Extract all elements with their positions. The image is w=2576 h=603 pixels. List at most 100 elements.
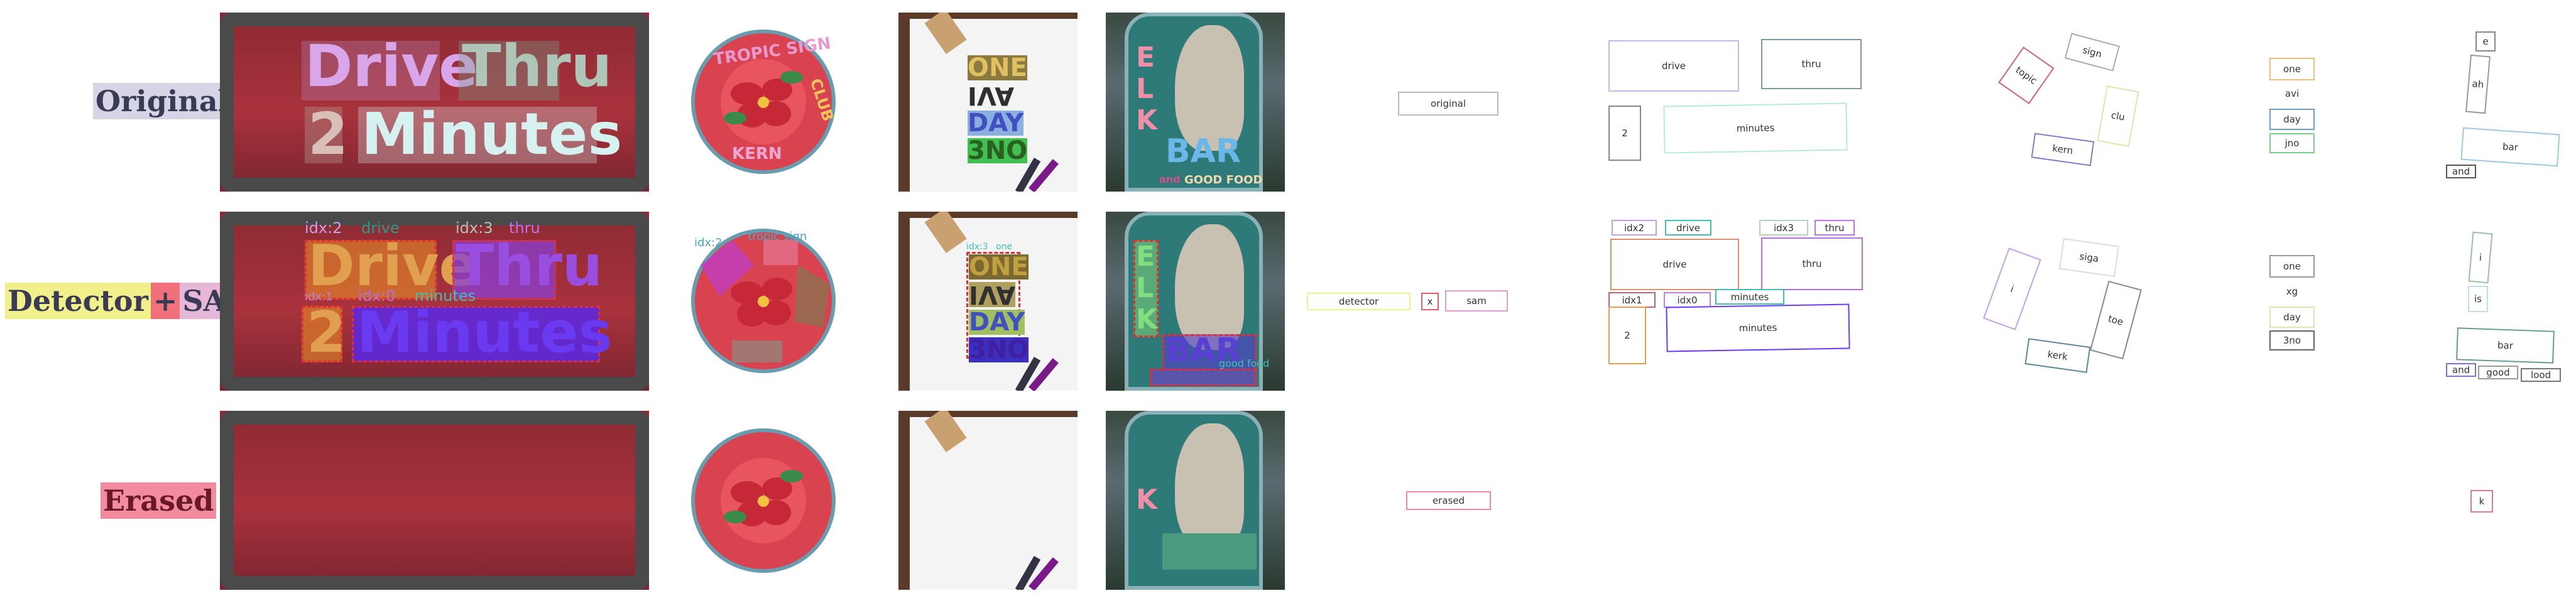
wb2-2: 2: [1608, 307, 1646, 364]
det-tag-minutes-idx: idx:0: [358, 287, 396, 305]
wb2-xg: xg: [2269, 281, 2315, 302]
wb2-drive-tag: drive: [1665, 220, 1711, 236]
note-det-day: DAY: [969, 308, 1025, 337]
elk-det-l: L: [1136, 272, 1154, 304]
wb1-thru: thru: [1761, 39, 1862, 89]
wb1-bar: bar: [2460, 127, 2560, 167]
wb1-drive: drive: [1608, 40, 1739, 92]
sign-image-erased: [220, 411, 649, 590]
note-word-one: ONE: [968, 53, 1027, 82]
wb1-kern: kern: [2031, 133, 2095, 166]
det-tag-minutes-label: minutes: [415, 287, 476, 305]
wb2-minutes-tag: minutes: [1715, 289, 1784, 305]
wb2-day: day: [2269, 307, 2315, 328]
wb2-i: i: [1983, 247, 2041, 330]
wb2-bar: bar: [2456, 327, 2555, 364]
row-label-plus: +: [150, 283, 180, 319]
sign-word-thru: Thru: [462, 33, 613, 100]
wb2-siga: siga: [2058, 237, 2120, 278]
det-tag-drive-idx: idx:2: [305, 219, 342, 237]
elk-det-e: E: [1136, 241, 1155, 273]
det-word-minutes: Minutes: [357, 300, 613, 366]
wb2-lood: lood: [2521, 368, 2561, 382]
row-label-original-text: Original: [93, 83, 232, 119]
note-tag-label: one: [996, 242, 1013, 252]
elk-det-k: K: [1136, 303, 1158, 335]
wb2-idx2: idx2: [1612, 220, 1657, 236]
badge-image-detector: [688, 227, 839, 375]
wb1-topic: topic: [1998, 46, 2055, 104]
det-word-drive: Drive: [308, 233, 478, 299]
wb1-and: and: [2446, 165, 2476, 178]
note-tag-idx: idx:3: [966, 242, 988, 252]
wb2-jno: 3no: [2269, 330, 2315, 350]
elk-word-good-food: GOOD FOOD: [1184, 173, 1263, 187]
sign-image-original: Drive Thru 2 Minutes: [220, 13, 649, 192]
wb1-clu: clu: [2097, 85, 2139, 147]
elk-image-erased: K: [1106, 411, 1285, 590]
legend-x: x: [1421, 293, 1439, 310]
wb2-and: and: [2446, 363, 2476, 377]
wb2-i2: i: [2468, 231, 2493, 284]
wb1-minutes: minutes: [1663, 102, 1848, 154]
notebook-image-detector: ONE AVI DAY 3NO idx:3 one: [898, 212, 1078, 391]
note-word-day: DAY: [968, 109, 1024, 138]
sign-word-2: 2: [308, 100, 349, 168]
wb2-is: is: [2468, 286, 2488, 312]
badge-image-erased: [688, 427, 839, 575]
wb1-ah: ah: [2465, 54, 2491, 114]
wb1-day: day: [2269, 109, 2315, 130]
wb2-kerk: kerk: [2024, 338, 2091, 373]
elk-image-original: E L K BAR and GOOD FOOD: [1106, 13, 1285, 192]
row-label-detector: Detector: [5, 283, 151, 319]
elk-word-and: and: [1159, 173, 1181, 185]
wb1-avi: avi: [2269, 84, 2315, 104]
legend-erased: erased: [1406, 491, 1491, 510]
sign-image-detector: Drive Thru 2 Minutes idx:2 drive idx:3 t…: [220, 212, 649, 391]
wb2-idx3: idx3: [1759, 220, 1808, 236]
elk-letter-l: L: [1136, 73, 1154, 105]
note-det-jno: 3NO: [969, 335, 1029, 364]
badge-tag-idx: idx:2: [694, 236, 723, 249]
wb2-good: good: [2478, 366, 2518, 379]
wb1-e: e: [2475, 31, 2496, 52]
note-det-one: ONE: [969, 253, 1029, 281]
wb1-2: 2: [1608, 106, 1641, 161]
badge-text-bottom: KERN: [732, 144, 782, 163]
row-label-original: Original: [93, 83, 232, 119]
det-tag-drive-label: drive: [361, 219, 400, 237]
wb2-idx0: idx0: [1664, 292, 1711, 308]
elk-letter-k: K: [1136, 104, 1158, 136]
elk-image-detector: E L K BAR good food: [1106, 212, 1285, 391]
det-word-thru: Thru: [456, 233, 603, 299]
badge-image-original: TROPIC SIGN KERN CLUB: [688, 28, 839, 176]
wb2-toe: toe: [2090, 280, 2142, 360]
det-word-2: 2: [307, 300, 346, 366]
wb1-one: one: [2269, 58, 2315, 80]
row-label-erased: Erased: [101, 482, 217, 519]
wb3-k: k: [2470, 490, 2493, 513]
notebook-image-erased: [898, 411, 1078, 590]
wb1-sign: sign: [2064, 33, 2120, 72]
det-tag-2-idx: idx:1: [305, 290, 333, 303]
sign-word-drive: Drive: [305, 33, 478, 100]
badge-tag-label: tropic sign: [748, 230, 807, 243]
legend-detector: detector: [1307, 293, 1411, 310]
det-tag-thru-idx: idx:3: [456, 219, 493, 237]
sign-word-minutes: Minutes: [361, 100, 623, 168]
note-det-avi: AVI: [969, 280, 1016, 309]
wb2-drive: drive: [1610, 239, 1739, 290]
note-word-jno: 3NO: [968, 136, 1028, 165]
wb2-thru: thru: [1761, 237, 1863, 290]
elk-erased-k: K: [1136, 484, 1158, 516]
legend-original: original: [1398, 92, 1498, 116]
notebook-image-original: ONE AVI DAY 3NO: [898, 13, 1078, 192]
elk-det-bar: BAR: [1165, 332, 1241, 369]
elk-letter-e: E: [1136, 41, 1155, 73]
row-label-erased-text: Erased: [101, 482, 217, 519]
wb1-jno: jno: [2269, 133, 2315, 153]
elk-tag-label: good food: [1219, 357, 1270, 369]
legend-sam: sam: [1445, 290, 1508, 312]
note-word-avi: AVI: [968, 81, 1015, 110]
wb2-idx1: idx1: [1608, 292, 1656, 308]
